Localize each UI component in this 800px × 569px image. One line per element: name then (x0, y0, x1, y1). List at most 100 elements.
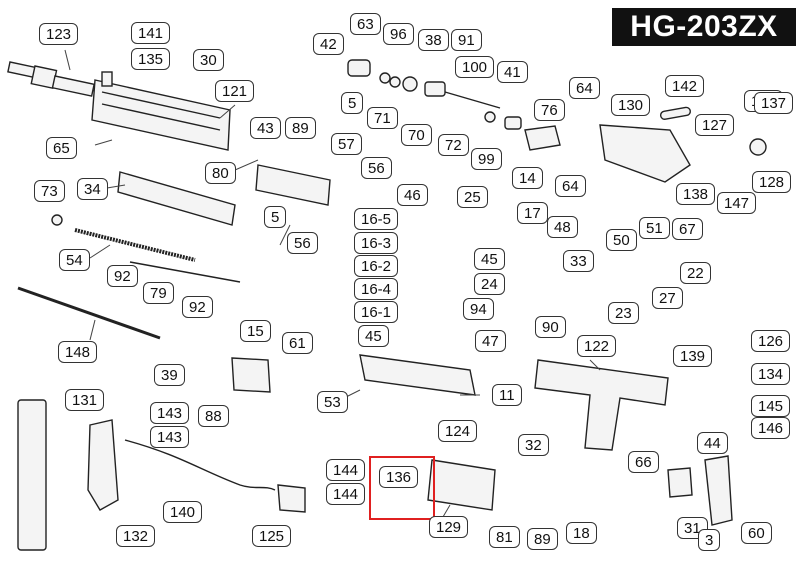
part-label-17: 17 (517, 202, 548, 224)
stock-latch-part (427, 459, 496, 511)
part-label-141: 141 (131, 22, 171, 44)
part-label-123: 123 (39, 23, 79, 45)
hinge-ring-part (749, 138, 767, 156)
grip-panel-part (87, 419, 119, 511)
part-label-43: 43 (250, 117, 281, 139)
thin-rod-part (129, 261, 241, 283)
part-label-16-3: 16-3 (354, 232, 399, 254)
part-label-140: 140 (163, 501, 203, 523)
upper-receiver-part (91, 71, 231, 151)
part-label-63: 63 (350, 13, 381, 35)
bracket-part (667, 467, 693, 498)
part-label-81: 81 (489, 526, 520, 548)
part-label-41: 41 (497, 61, 528, 83)
part-label-25: 25 (457, 186, 488, 208)
part-label-33: 33 (563, 250, 594, 272)
part-label-42: 42 (313, 33, 344, 55)
part-label-88: 88 (198, 405, 229, 427)
part-label-138: 138 (676, 183, 716, 205)
receiver-cover-part (117, 171, 236, 226)
part-label-48: 48 (547, 216, 578, 238)
part-label-94: 94 (463, 298, 494, 320)
grip-frame-part (534, 359, 669, 451)
part-label-132: 132 (116, 525, 156, 547)
part-label-16-4: 16-4 (354, 278, 399, 300)
part-label-99: 99 (471, 148, 502, 170)
part-label-14: 14 (512, 167, 543, 189)
part-label-135: 135 (131, 48, 171, 70)
trigger-housing-part (231, 357, 271, 393)
part-label-70: 70 (401, 124, 432, 146)
part-label-91: 91 (451, 29, 482, 51)
part-label-27: 27 (652, 287, 683, 309)
part-label-139: 139 (673, 345, 713, 367)
part-label-125: 125 (252, 525, 292, 547)
stock-plate-part (599, 124, 691, 183)
pin-part (659, 106, 691, 120)
model-title: HG-203ZX (612, 8, 796, 46)
part-label-128: 128 (752, 171, 792, 193)
slide-part (255, 164, 331, 206)
part-label-56: 56 (287, 232, 318, 254)
part-label-71: 71 (367, 107, 398, 129)
part-label-45: 45 (358, 325, 389, 347)
part-label-46: 46 (397, 184, 428, 206)
part-label-121: 121 (215, 80, 255, 102)
recoil-spring-part (74, 228, 196, 262)
part-label-15: 15 (240, 320, 271, 342)
part-label-64: 64 (555, 175, 586, 197)
part-label-60: 60 (741, 522, 772, 544)
part-label-130: 130 (611, 94, 651, 116)
part-label-144: 144 (326, 459, 366, 481)
part-label-44: 44 (697, 432, 728, 454)
part-label-126: 126 (751, 330, 791, 352)
part-label-79: 79 (143, 282, 174, 304)
part-label-16-1: 16-1 (354, 301, 399, 323)
part-label-64: 64 (569, 77, 600, 99)
guide-rod-part (17, 286, 161, 340)
part-label-72: 72 (438, 134, 469, 156)
spring-cap-part (51, 214, 63, 226)
part-label-38: 38 (418, 29, 449, 51)
part-label-89: 89 (527, 528, 558, 550)
part-label-148: 148 (58, 341, 98, 363)
part-label-136: 136 (379, 466, 419, 488)
part-label-89: 89 (285, 117, 316, 139)
part-label-5: 5 (264, 206, 287, 228)
part-label-131: 131 (65, 389, 105, 411)
bolt-assembly-part (347, 59, 522, 130)
part-label-65: 65 (46, 137, 77, 159)
magazine-part (17, 399, 47, 551)
part-label-144: 144 (326, 483, 366, 505)
sear-part (524, 125, 561, 151)
lower-frame-part (359, 354, 476, 396)
part-label-3: 3 (698, 529, 721, 551)
part-label-30: 30 (193, 49, 224, 71)
part-label-90: 90 (535, 316, 566, 338)
pistol-grip-part (704, 455, 733, 526)
part-label-124: 124 (438, 420, 478, 442)
part-label-143: 143 (150, 426, 190, 448)
part-label-57: 57 (331, 133, 362, 155)
part-label-39: 39 (154, 364, 185, 386)
part-label-146: 146 (751, 417, 791, 439)
part-label-22: 22 (680, 262, 711, 284)
part-label-145: 145 (751, 395, 791, 417)
part-label-45: 45 (474, 248, 505, 270)
part-label-127: 127 (695, 114, 735, 136)
part-label-11: 11 (492, 384, 522, 406)
part-label-129: 129 (429, 516, 469, 538)
barrel-part (7, 61, 95, 97)
part-label-143: 143 (150, 402, 190, 424)
stock-butt-part (277, 484, 306, 513)
part-label-56: 56 (361, 157, 392, 179)
part-label-18: 18 (566, 522, 597, 544)
part-label-147: 147 (717, 192, 757, 214)
part-label-92: 92 (107, 265, 138, 287)
part-label-47: 47 (475, 330, 506, 352)
part-label-61: 61 (282, 332, 313, 354)
part-label-16-2: 16-2 (354, 255, 399, 277)
part-label-134: 134 (751, 363, 791, 385)
part-label-53: 53 (317, 391, 348, 413)
part-label-137: 137 (754, 92, 794, 114)
